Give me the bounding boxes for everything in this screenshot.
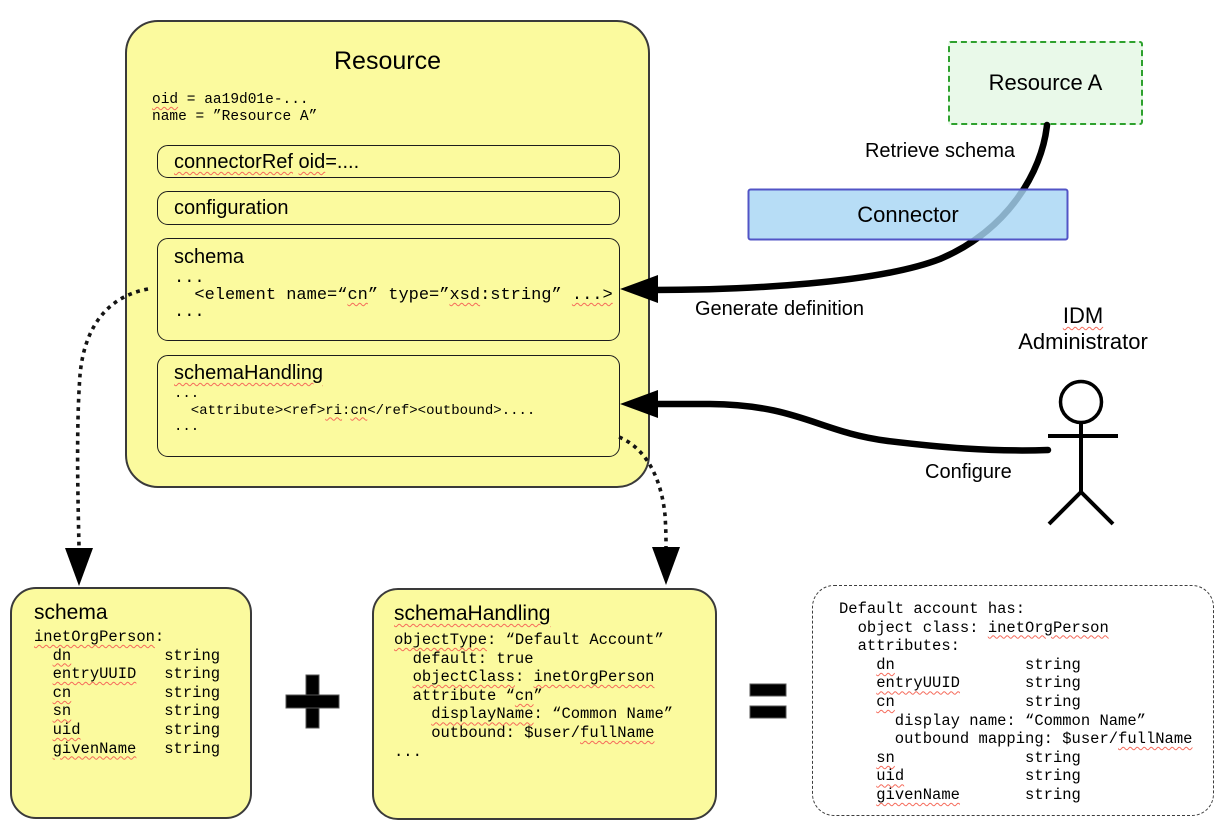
configuration-label: configuration xyxy=(174,197,289,219)
schema-code: ... <element name=“cn” type=”xsd:string”… xyxy=(174,269,613,322)
idm-administrator-icon xyxy=(1047,379,1118,526)
connector-box-label: Connector xyxy=(857,201,959,227)
schema-dotted-arrowhead xyxy=(65,548,93,586)
equals-icon xyxy=(749,683,787,719)
resource-box: Resource oid = aa19d01e-...name = ”Resou… xyxy=(125,20,650,488)
schema-result-box: schema inetOrgPerson: dn string entryUUI… xyxy=(10,587,252,819)
combined-result-box: Default account has: object class: inetO… xyxy=(812,585,1214,816)
schema-box-title: schema xyxy=(174,246,245,268)
retrieve-schema-label: Retrieve schema xyxy=(864,140,1016,162)
schema-result-code: inetOrgPerson: dn string entryUUID strin… xyxy=(34,628,221,758)
schema-handling-box-title: schemaHandling xyxy=(174,362,323,384)
resource-meta-text: oid = aa19d01e-...name = ”Resource A” xyxy=(152,92,318,125)
configure-curve xyxy=(650,400,1052,454)
configure-label: Configure xyxy=(925,461,1012,483)
plus-icon xyxy=(285,674,340,729)
schema-handling-code: ... <attribute><ref>ri:cn</ref><outbound… xyxy=(174,386,536,435)
configuration-box: configuration xyxy=(157,191,620,225)
schema-handling-result-title: schemaHandling xyxy=(394,602,551,625)
schema-handling-box: schemaHandling ... <attribute><ref>ri:cn… xyxy=(157,355,620,457)
connector-ref-box: connectorRef oid=.... xyxy=(157,145,620,178)
connector-ref-label: connectorRef oid=.... xyxy=(174,151,360,173)
schema-handling-result-box: schemaHandling objectType: “Default Acco… xyxy=(372,588,717,820)
resource-a-label: Resource A xyxy=(988,70,1103,95)
schema-handling-result-code: objectType: “Default Account” default: t… xyxy=(394,631,674,761)
resource-a-box: Resource A xyxy=(948,41,1143,125)
generate-definition-label: Generate definition xyxy=(695,298,865,320)
resource-box-title: Resource xyxy=(334,47,441,75)
schema-result-title: schema xyxy=(34,601,108,624)
schema-box: schema ... <element name=“cn” type=”xsd:… xyxy=(157,238,620,341)
schemahandling-dotted-arrowhead xyxy=(652,547,680,585)
combined-result-code: Default account has: object class: inetO… xyxy=(839,600,1193,804)
